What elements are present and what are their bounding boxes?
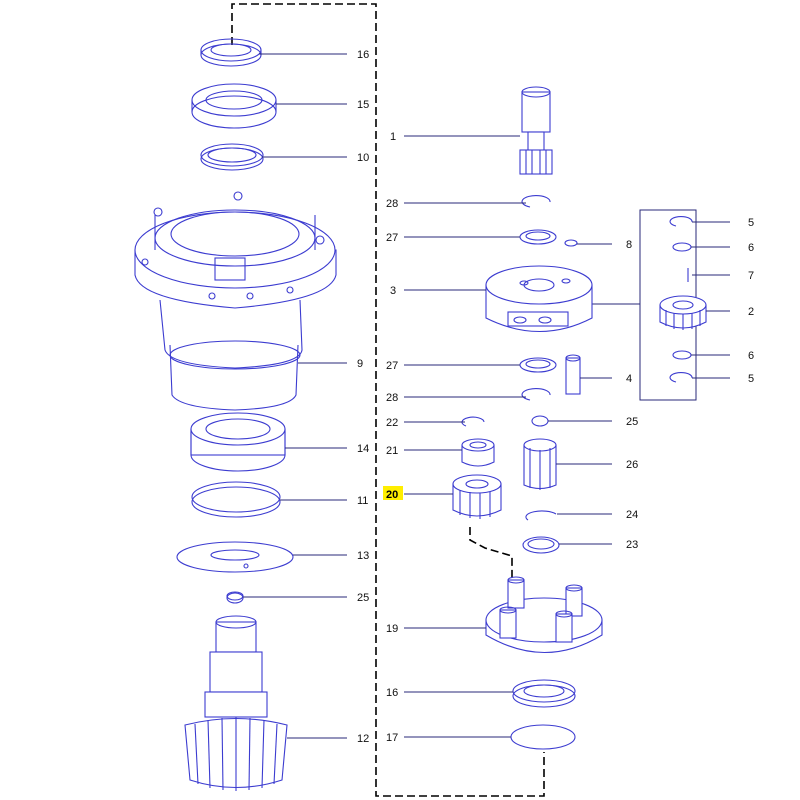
part-12-pinion-shaft[interactable] [184, 615, 288, 791]
label-28-lower[interactable]: 28 [386, 392, 398, 404]
label-8[interactable]: 8 [626, 239, 632, 251]
part-17-seal-ring[interactable] [510, 724, 576, 750]
part-4-planet-shaft[interactable] [565, 354, 581, 395]
label-11[interactable]: 11 [357, 495, 368, 507]
part-16-lock-nut-lower[interactable] [512, 679, 576, 708]
part-23-washer[interactable] [522, 536, 560, 554]
label-26[interactable]: 26 [626, 459, 638, 471]
part-9-housing[interactable] [134, 191, 337, 411]
label-9[interactable]: 9 [357, 358, 363, 370]
part-28-circlip[interactable] [521, 195, 551, 208]
label-16-lower[interactable]: 16 [386, 687, 398, 699]
label-20-highlight [383, 486, 403, 500]
part-22-ring[interactable] [461, 416, 485, 427]
label-20[interactable]: 20 [386, 489, 398, 501]
part-26-gear-shaft[interactable] [523, 438, 557, 490]
part-11-retaining-ring[interactable] [191, 481, 281, 518]
part-labels: 16 15 10 9 14 11 13 25 12 1 28 27 8 3 27… [357, 49, 754, 745]
label-17[interactable]: 17 [386, 732, 398, 744]
label-1[interactable]: 1 [390, 131, 396, 143]
label-28[interactable]: 28 [386, 198, 398, 210]
label-27-lower[interactable]: 27 [386, 360, 398, 372]
part-1-input-shaft[interactable] [519, 86, 553, 175]
part-14-roller-bearing[interactable] [190, 412, 286, 472]
part-21-sun-gear[interactable] [461, 438, 495, 467]
leader-lines [243, 53, 730, 739]
label-6[interactable]: 6 [748, 242, 754, 254]
part-28-circlip-lower[interactable] [521, 388, 551, 401]
part-10-ring[interactable] [200, 143, 264, 171]
label-6-lower[interactable]: 6 [748, 350, 754, 362]
label-16[interactable]: 16 [357, 49, 369, 61]
part-20-planet-gear[interactable] [452, 474, 502, 519]
part-2-planet-gear[interactable] [659, 295, 707, 330]
label-14[interactable]: 14 [357, 443, 369, 455]
part-3-carrier[interactable] [485, 265, 593, 332]
part-24-circlip[interactable] [525, 510, 557, 521]
label-25[interactable]: 25 [357, 592, 369, 604]
subassembly-bracket [590, 209, 697, 401]
label-21[interactable]: 21 [386, 445, 398, 457]
part-16-lock-nut[interactable] [200, 38, 262, 67]
part-15-bearing[interactable] [191, 83, 277, 129]
part-27-washer[interactable] [519, 229, 557, 245]
part-5-circlip[interactable] [669, 216, 693, 227]
part-27-washer-lower[interactable] [519, 357, 557, 373]
label-19[interactable]: 19 [386, 623, 398, 635]
part-5-circlip-lower[interactable] [669, 372, 693, 383]
label-5-lower[interactable]: 5 [748, 373, 754, 385]
part-25-pin-right[interactable] [531, 415, 549, 427]
part-6-washer[interactable] [672, 242, 692, 252]
label-13[interactable]: 13 [357, 550, 369, 562]
label-22[interactable]: 22 [386, 417, 398, 429]
label-23[interactable]: 23 [626, 539, 638, 551]
label-25-right[interactable]: 25 [626, 416, 638, 428]
part-8-pin[interactable] [564, 239, 578, 247]
label-2[interactable]: 2 [748, 306, 754, 318]
part-25-pin[interactable] [226, 591, 244, 604]
label-12[interactable]: 12 [357, 733, 369, 745]
part-6-washer-lower[interactable] [672, 350, 692, 360]
label-5[interactable]: 5 [748, 217, 754, 229]
label-27[interactable]: 27 [386, 232, 398, 244]
part-13-thrust-plate[interactable] [176, 541, 294, 573]
label-4[interactable]: 4 [626, 373, 632, 385]
assembly-dash-lines [231, 3, 545, 797]
label-24[interactable]: 24 [626, 509, 638, 521]
label-10[interactable]: 10 [357, 152, 369, 164]
label-7[interactable]: 7 [748, 270, 754, 282]
label-3[interactable]: 3 [390, 285, 396, 297]
label-15[interactable]: 15 [357, 99, 369, 111]
part-19-carrier-assembly[interactable] [485, 576, 603, 654]
